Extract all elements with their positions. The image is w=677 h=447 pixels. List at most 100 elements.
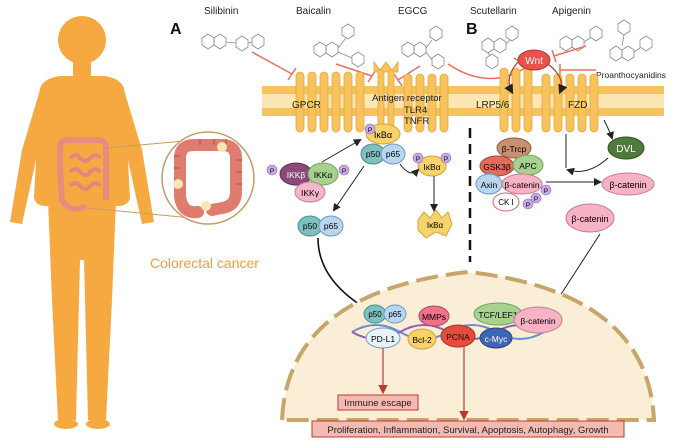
bcatenin-complex [501,173,543,195]
panel-label-b: B [466,21,478,38]
ikba-degraded-label: IκBα [427,221,444,230]
p65-free-label: p65 [324,221,338,231]
dvl-inhibit-arrow [566,157,609,176]
bcatenin-cytoplasm [565,203,615,233]
bcatenin-free-label: β-catenin [609,180,646,190]
pdl1-label: PD-L1 [371,334,395,344]
ikkg-node [294,181,326,203]
egcg-structure [401,25,445,70]
tlr4-tnfr-helices [403,73,449,133]
p65-complex-label: p65 [386,149,400,159]
compound-silibinin: Silibinin [204,6,238,17]
outcomes-label: Proliferation, Inflammation, Survival, A… [327,425,608,436]
compound-scutellarin: Scutellarin [470,6,517,17]
phospho-p-bcat-2-label: P [544,188,548,195]
cmyc-node [479,327,513,349]
p50-free-label: p50 [303,221,317,231]
compound-egcg: EGCG [398,6,428,17]
ikba-free [417,155,447,177]
btrcp-node [496,137,532,159]
bcatenin-free [601,172,655,196]
immune-escape-box [337,394,419,411]
compound-proanthocyanidins: Proanthocyanidins [596,70,666,80]
phospho-p-ikkb [266,164,278,176]
baicalin-structure [313,23,365,68]
p65-nuclear [383,304,407,324]
immune-escape-label: Immune escape [344,398,412,409]
ikka-node [307,162,339,186]
colorectal-cancer-label: Colorectal cancer [150,255,259,271]
ikkb-label: IKKβ [287,170,306,180]
bcatenin-nuclear [513,306,563,334]
p65-nuclear-label: p65 [388,310,402,319]
compound-apigenin: Apigenin [552,6,591,17]
scutellarin-structure [481,25,519,70]
wnt-to-fzd-arrow [547,63,568,95]
human-figure [10,16,213,429]
axin-label: Axin [481,180,498,190]
receptor-fzd: FZD [568,100,587,111]
bcl2-node [407,328,437,350]
gsk3b-label: GSK3β [483,162,511,172]
p65-free [318,215,344,237]
fzd-to-dvl-arrow [603,119,614,140]
pcna-node [440,324,476,348]
bcatenin-nuclear-arrow [554,233,601,304]
phospho-p [364,123,376,135]
phospho-p-bcat-3 [522,198,534,210]
receptor-antigen: Antigen receptor [372,93,442,104]
mmps-node [418,305,450,327]
wnt-node [517,49,551,71]
ikba-free-label: IκBα [423,162,440,172]
phospho-p-label: P [368,127,372,134]
tcf-lef1-label: TCF/LEF1 [478,310,517,320]
phospho-p-ikka-label: P [342,168,346,175]
phospho-p-free-1-label: P [416,156,420,163]
phospho-p-free-2 [440,152,452,164]
ck1-node [492,192,520,212]
phospho-p-free-1 [412,152,424,164]
p65-complex [380,143,406,165]
cell-membrane [262,60,664,133]
outcomes-box [311,420,625,438]
mmps-label: MMPs [422,312,446,322]
btrcp-label: β-Trcp [502,144,527,154]
p50-nuclear-label: p50 [368,310,382,319]
phospho-p-ikkb-label: P [270,168,274,175]
phospho-p-free-2-label: P [444,156,448,163]
colon-zoom [161,131,255,225]
ck1-label: CK I [498,198,514,207]
apc-label: APC [519,161,536,171]
phospho-p-bcat-2 [540,184,552,196]
cmyc-label: c-Myc [485,334,508,344]
proanthocyanidins-structure [609,19,653,62]
bcatenin-complex-label: β-catenin [504,180,539,190]
receptor-lrp: LRP5/6 [476,100,510,111]
phospho-p-bcat-3-label: P [526,202,530,209]
nfkb-release-arrow [332,165,365,212]
phospho-p-ikka [338,164,350,176]
receptor-gpcr: GPCR [292,100,321,111]
wnt-to-lrp-arrow [504,61,519,95]
molecule-structures [201,19,653,70]
bcl2-label: Bcl-2 [412,335,432,345]
intestine-in-body [57,137,109,212]
ikba-release-arrow [399,163,420,178]
pcna-label: PCNA [446,332,470,342]
compound-baicalin: Baicalin [296,6,331,17]
ikba-degraded [417,209,453,239]
ikba-complex-label: IκBα [374,130,392,140]
ikk-to-ikba-arrow [321,138,362,163]
ikkg-label: IKKγ [301,188,320,198]
receptor-tnfr: TNFR [404,116,429,127]
dvl-label: DVL [616,144,636,155]
bcatenin-cytoplasm-label: β-catenin [571,214,608,224]
p50-complex-label: p50 [366,149,380,159]
panel-label-a: A [170,21,182,38]
dvl-node [607,136,645,160]
wnt-label: Wnt [525,56,543,67]
bcatenin-nuclear-label: β-catenin [520,316,555,326]
phospho-p-bcat-1 [530,192,542,204]
